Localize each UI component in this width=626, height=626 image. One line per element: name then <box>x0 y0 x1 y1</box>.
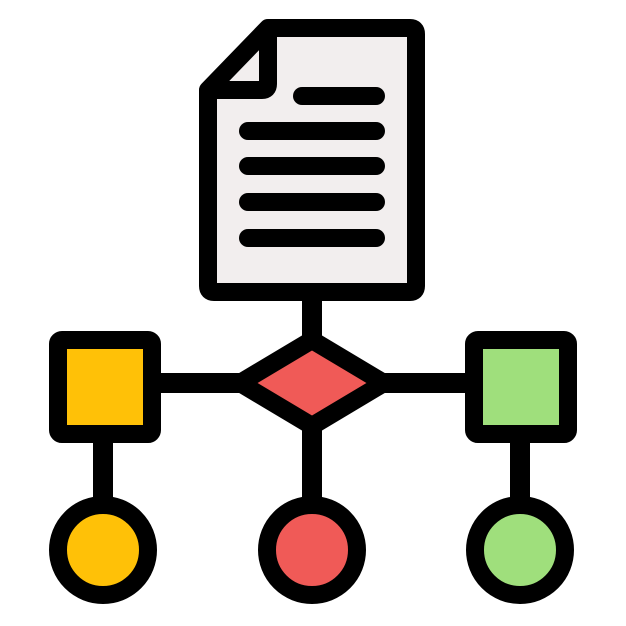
right-circle <box>466 496 574 604</box>
middle-circle <box>258 496 366 604</box>
left-square <box>49 331 161 443</box>
document-text-lines <box>239 87 385 247</box>
connectors <box>93 284 530 510</box>
document-icon <box>199 19 425 301</box>
right-square <box>465 331 577 443</box>
document-fold <box>208 28 277 99</box>
left-circle <box>49 496 157 604</box>
decision-diamond <box>231 331 393 435</box>
